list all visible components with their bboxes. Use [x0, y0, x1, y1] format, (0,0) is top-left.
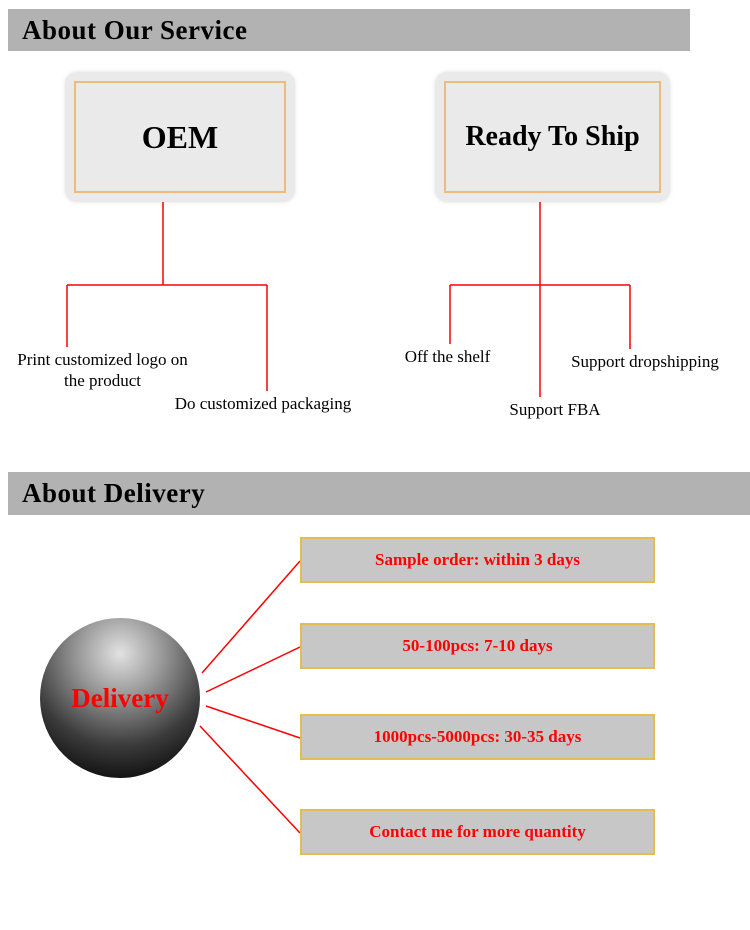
connector-line	[205, 646, 301, 693]
connector-line	[199, 725, 301, 834]
delivery-option-sample: Sample order: within 3 days	[300, 537, 655, 583]
delivery-option-large-batch: 1000pcs-5000pcs: 30-35 days	[300, 714, 655, 760]
branch-label-packaging: Do customized packaging	[174, 394, 352, 413]
branch-label-support-fba: Support FBA	[509, 400, 601, 419]
delivery-option-contact: Contact me for more quantity	[300, 809, 655, 855]
delivery-option-small-batch: 50-100pcs: 7-10 days	[300, 623, 655, 669]
connector-line	[201, 560, 301, 674]
delivery-hub-label: Delivery	[71, 682, 169, 713]
section-title-service: About Our Service	[8, 9, 690, 51]
oem-label: OEM	[141, 118, 219, 155]
branch-label-support-dropshipping: Support dropshipping	[571, 352, 719, 371]
delivery-hub-sphere: Delivery	[40, 618, 200, 778]
branch-label-print-logo: Print customized logo on the product	[17, 350, 188, 390]
ready-to-ship-label: Ready To Ship	[465, 121, 640, 152]
ready-to-ship-box: Ready To Ship	[435, 72, 670, 202]
oem-box: OEM	[65, 72, 295, 202]
section-title-delivery: About Delivery	[8, 472, 750, 515]
branch-label-off-the-shelf: Off the shelf	[404, 347, 491, 366]
connector-line	[205, 705, 301, 739]
